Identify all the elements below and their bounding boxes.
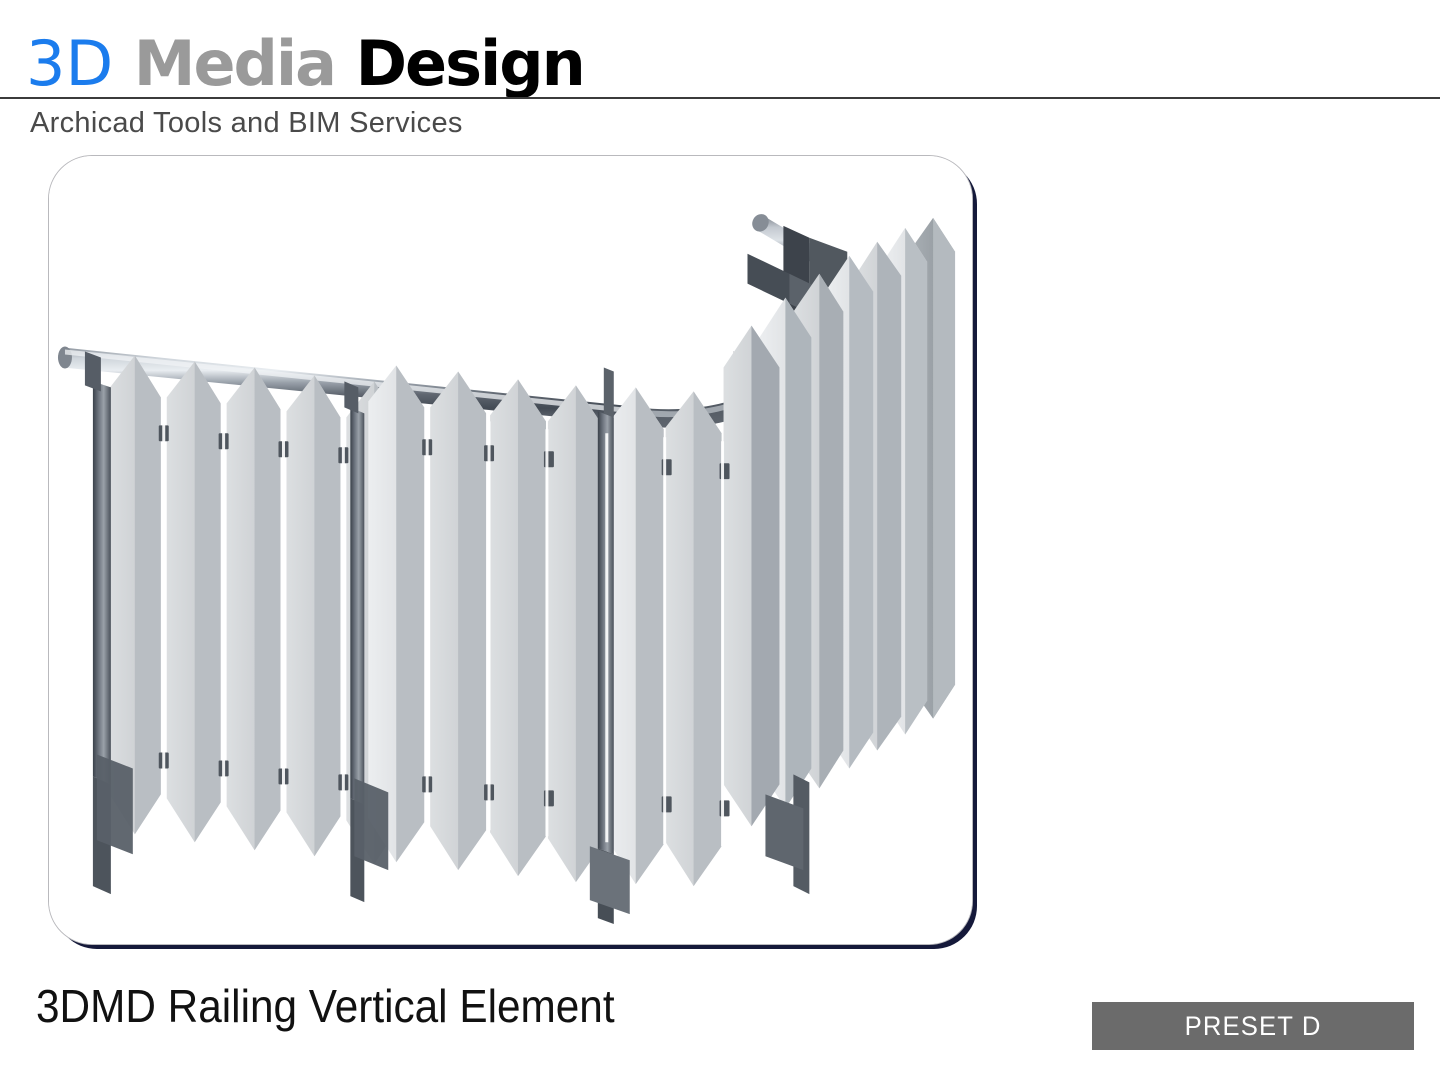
railing-3d-render <box>49 156 972 944</box>
logo-text-design: Design <box>355 27 586 100</box>
preset-badge-label: PRESET D <box>1184 1010 1322 1041</box>
logo-text-media: Media <box>133 27 337 100</box>
railing-posts <box>84 351 810 925</box>
logo-text-3d: 3D <box>26 27 114 100</box>
render-image-frame <box>48 155 973 945</box>
brand-tagline: Archicad Tools and BIM Services <box>30 107 463 139</box>
handrail-left-run <box>57 346 623 424</box>
preset-badge[interactable]: PRESET D <box>1092 1002 1414 1050</box>
panel-gaps <box>162 405 725 847</box>
page-header: 3D Media Design Archicad Tools and BIM S… <box>0 0 1440 150</box>
page-title: 3DMD Railing Vertical Element <box>36 980 615 1032</box>
panels-right-curve <box>723 217 956 827</box>
brand-logo: 3D Media Design <box>26 33 586 95</box>
panels-front-run <box>106 355 722 887</box>
page-footer: 3DMD Railing Vertical Element <box>0 975 1440 1080</box>
header-divider <box>0 97 1440 99</box>
